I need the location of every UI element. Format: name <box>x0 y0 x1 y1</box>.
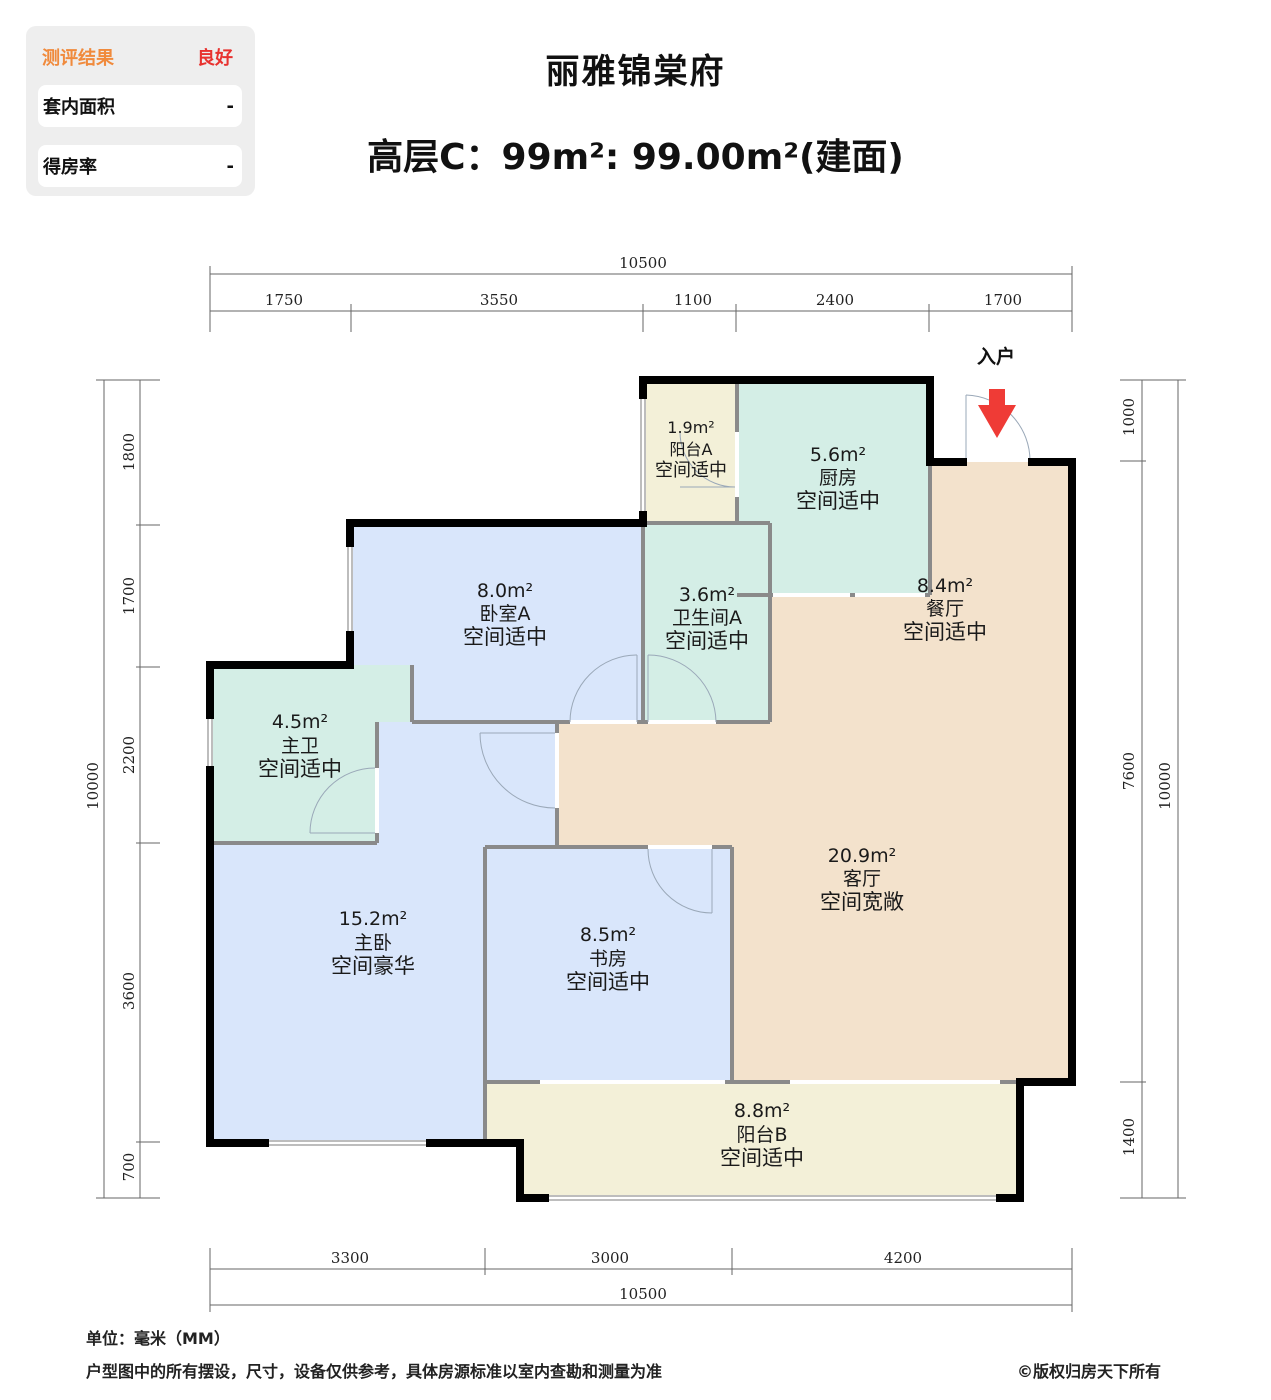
left-dim-2: 1700 <box>120 577 138 615</box>
room-label-bathroom-a: 3.6m² 卫生间A 空间适中 <box>665 584 749 653</box>
study-fill <box>485 847 732 1082</box>
efficiency-value: - <box>226 155 234 177</box>
svg-text:空间适中: 空间适中 <box>903 620 987 644</box>
balcony-a-fill <box>643 380 737 523</box>
svg-text:厨房: 厨房 <box>819 467 857 489</box>
svg-text:5.6m²: 5.6m² <box>810 444 866 466</box>
unit-note: 单位：毫米（MM） <box>86 1329 230 1348</box>
svg-text:客厅: 客厅 <box>843 868 881 890</box>
bottom-dim-1: 3300 <box>331 1249 369 1267</box>
bathroom-a-door-icon <box>647 654 717 723</box>
svg-text:空间适中: 空间适中 <box>566 970 650 994</box>
svg-text:空间适中: 空间适中 <box>463 625 547 649</box>
svg-text:3.6m²: 3.6m² <box>679 584 735 606</box>
right-total-dim: 10000 <box>1156 762 1174 810</box>
svg-text:阳台A: 阳台A <box>670 440 713 459</box>
svg-text:空间宽敞: 空间宽敞 <box>820 890 904 914</box>
exterior-walls <box>206 376 1076 1202</box>
svg-text:4.5m²: 4.5m² <box>272 711 328 733</box>
room-label-study: 8.5m² 书房 空间适中 <box>566 924 650 994</box>
svg-text:空间适中: 空间适中 <box>720 1146 804 1170</box>
room-label-bedroom-a: 8.0m² 卧室A 空间适中 <box>463 580 547 649</box>
svg-text:空间适中: 空间适中 <box>665 629 749 653</box>
svg-text:8.5m²: 8.5m² <box>580 924 636 946</box>
evaluation-row-inner-area: 套内面积 - <box>38 85 242 127</box>
inner-area-value: - <box>226 95 234 117</box>
efficiency-label: 得房率 <box>43 157 97 178</box>
right-dim-1: 1000 <box>1120 398 1138 436</box>
svg-text:1.9m²: 1.9m² <box>667 418 714 437</box>
unit-title: 高层C：99m²: 99.00m²(建面) <box>367 137 904 178</box>
evaluation-card: 测评结果 良好 套内面积 - 得房率 - <box>26 26 255 196</box>
room-label-balcony-a: 1.9m² 阳台A 空间适中 <box>655 418 727 481</box>
evaluation-row-efficiency: 得房率 - <box>38 145 242 187</box>
svg-text:8.8m²: 8.8m² <box>734 1100 790 1122</box>
room-label-living: 20.9m² 客厅 空间宽敞 <box>820 845 904 914</box>
svg-text:卫生间A: 卫生间A <box>672 607 742 629</box>
svg-text:餐厅: 餐厅 <box>926 598 964 620</box>
room-label-master-bath: 4.5m² 主卫 空间适中 <box>258 711 342 781</box>
copyright: ©版权归房天下所有 <box>1017 1362 1162 1381</box>
room-label-balcony-b: 8.8m² 阳台B 空间适中 <box>720 1100 804 1170</box>
entry-label: 入户 <box>977 346 1016 368</box>
top-dim-1: 1750 <box>265 291 303 309</box>
svg-text:卧室A: 卧室A <box>480 603 531 625</box>
bottom-dimensions <box>209 1248 1073 1312</box>
top-dim-3: 1100 <box>674 291 712 309</box>
svg-text:主卧: 主卧 <box>354 932 392 954</box>
svg-text:15.2m²: 15.2m² <box>339 908 407 930</box>
left-dim-3: 2200 <box>120 736 138 774</box>
top-dim-4: 2400 <box>816 291 854 309</box>
master-bedroom-fill <box>210 722 557 1143</box>
top-dimensions <box>209 266 1073 332</box>
room-fills <box>210 380 1072 1198</box>
right-dimensions <box>1120 379 1186 1199</box>
living-dining-fill <box>557 462 1072 1082</box>
study-door-icon <box>647 848 713 914</box>
entry-door-icon <box>965 394 1031 463</box>
bottom-dim-3: 4200 <box>884 1249 922 1267</box>
evaluation-label: 测评结果 <box>42 48 114 69</box>
top-total-dim: 10500 <box>619 254 667 272</box>
master-bath-door-icon <box>309 767 376 834</box>
bottom-dim-2: 3000 <box>591 1249 629 1267</box>
right-dim-3: 1400 <box>1120 1118 1138 1156</box>
svg-text:空间豪华: 空间豪华 <box>331 954 415 978</box>
balcony-a-door-icon <box>679 431 736 488</box>
bottom-total-dim: 10500 <box>619 1285 667 1303</box>
left-total-dim: 10000 <box>84 762 102 810</box>
svg-text:8.4m²: 8.4m² <box>917 575 973 597</box>
left-dimensions <box>96 379 160 1199</box>
door-openings <box>375 432 1000 1084</box>
right-dim-2: 7600 <box>1120 752 1138 790</box>
svg-text:空间适中: 空间适中 <box>796 489 880 513</box>
door-swings <box>309 394 1031 914</box>
evaluation-header: 测评结果 良好 <box>42 44 233 70</box>
project-name: 丽雅锦棠府 <box>545 52 726 92</box>
evaluation-result: 良好 <box>197 48 233 69</box>
bedroom-a-door-icon <box>569 654 638 723</box>
svg-text:20.9m²: 20.9m² <box>828 845 896 867</box>
svg-text:8.0m²: 8.0m² <box>477 580 533 602</box>
top-dim-2: 3550 <box>480 291 518 309</box>
left-dim-1: 1800 <box>120 433 138 471</box>
left-dim-4: 3600 <box>120 972 138 1010</box>
room-label-kitchen: 5.6m² 厨房 空间适中 <box>796 444 880 513</box>
svg-text:书房: 书房 <box>589 948 627 970</box>
master-bedroom-door-icon <box>479 732 556 809</box>
svg-text:空间适中: 空间适中 <box>655 460 727 481</box>
balcony-b-fill <box>485 1082 1020 1198</box>
room-label-master-bedroom: 15.2m² 主卧 空间豪华 <box>331 908 415 978</box>
svg-text:空间适中: 空间适中 <box>258 757 342 781</box>
disclaimer: 户型图中的所有摆设，尺寸，设备仅供参考，具体房源标准以室内查勘和测量为准 <box>86 1362 663 1381</box>
window-inner <box>209 395 1000 1199</box>
svg-text:阳台B: 阳台B <box>736 1124 787 1146</box>
top-dim-5: 1700 <box>984 291 1022 309</box>
svg-text:主卫: 主卫 <box>281 735 319 757</box>
inner-area-label: 套内面积 <box>43 97 115 118</box>
entry-arrow-icon <box>978 389 1016 438</box>
room-label-dining: 8.4m² 餐厅 空间适中 <box>903 575 987 644</box>
left-dim-5: 700 <box>120 1153 138 1182</box>
